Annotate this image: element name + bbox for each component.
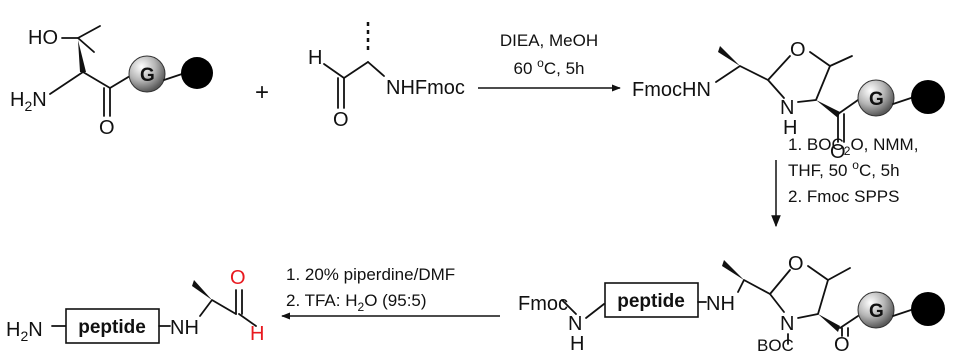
bond-ho-cb — [61, 37, 95, 53]
aldehyde-h-final: H — [250, 323, 264, 345]
bond-to-carbonyl-2 — [837, 99, 859, 115]
reaction-2-step-2: 2. Fmoc SPPS — [788, 187, 899, 206]
wedge-bond — [78, 40, 86, 72]
ring-wedge-2 — [818, 314, 840, 332]
bond-fmochn-ch — [715, 65, 769, 83]
bond-fmoc-n — [561, 299, 577, 315]
reaction-2-step-1a: 1. BOC2O, NMM, — [788, 135, 918, 158]
carbonyl-oxygen: O — [99, 117, 115, 139]
resin-bead — [181, 57, 213, 89]
ring-wedge-1 — [816, 100, 840, 118]
ring-nh-h-1: H — [783, 117, 797, 139]
final-amine-label: H2N — [6, 319, 43, 344]
reaction-2-step-1b: THF, 50 oC, 5h — [788, 158, 900, 180]
carbonyl-oxygen-2: O — [830, 141, 846, 163]
bond-to-carbonyl-3 — [839, 315, 859, 329]
bond-g-resin — [163, 73, 183, 81]
bond-g-resin-2 — [892, 97, 912, 105]
g-label-2: G — [869, 89, 884, 110]
boc-label: BOC — [757, 336, 794, 352]
g-label: G — [140, 65, 155, 86]
aldehyde-oxygen-final: O — [230, 267, 246, 289]
reaction-1-conditions-1: DIEA, MeOH — [500, 31, 598, 50]
ring-methyl-2 — [827, 267, 851, 281]
amide-h: H — [570, 333, 584, 352]
peptide-label-1: peptide — [617, 291, 685, 312]
hydroxyl-label: HO — [28, 27, 58, 49]
bond-backbone — [49, 71, 111, 95]
ring-bonds-1 — [767, 55, 791, 99]
carbonyl-double-bond-2 — [837, 113, 845, 143]
peptide-label-2: peptide — [78, 317, 146, 338]
fmochn-label: FmocHN — [632, 79, 711, 101]
g-sphere — [128, 55, 166, 93]
bond-nh-ca-final — [199, 299, 237, 317]
threonine-on-resin: HO H2N O G — [10, 25, 213, 139]
methyl-wedge-1 — [718, 46, 740, 66]
g-sphere-2 — [857, 79, 895, 117]
aldehyde-ch-bond-final — [238, 313, 257, 327]
bond-aldehyde — [323, 61, 369, 79]
fmoc-label: Fmoc — [518, 293, 568, 315]
ring-oxygen-2: O — [788, 253, 804, 275]
nh-label-final: NH — [170, 317, 199, 339]
oxazolidine-product: FmocHN O N H O G — [632, 39, 945, 163]
resin-bead-2 — [911, 80, 945, 114]
bond-g-resin-3 — [892, 309, 912, 317]
methyl-wedge-final — [192, 280, 212, 300]
peptide-aldehyde-product: H2N peptide NH O H — [6, 267, 264, 345]
ring-n-2: N — [780, 313, 794, 335]
peptide-box-1 — [604, 282, 699, 318]
nhfmoc-label: NHFmoc — [386, 77, 465, 99]
aldehyde-oxygen: O — [333, 109, 349, 131]
aldehyde-double-bond-final — [235, 289, 243, 315]
g-sphere-3 — [857, 291, 895, 329]
amine-label: H2N — [10, 89, 47, 114]
bond-nh-ch — [737, 279, 771, 295]
ring-oxygen-1: O — [790, 39, 806, 61]
reaction-3-step-1: 1. 20% piperdine/DMF — [286, 265, 455, 284]
reaction-1-conditions-2: 60 oC, 5h — [514, 56, 585, 78]
ring-bonds-4 — [797, 265, 829, 319]
boc-peptide-resin: Fmoc N H peptide NH O N BOC O G — [518, 253, 945, 352]
carbonyl-oxygen-3: O — [834, 334, 850, 352]
amide-n: N — [568, 313, 582, 335]
bond-cb-methyl — [77, 25, 101, 39]
ring-bonds-2 — [797, 51, 831, 103]
resin-bead-3 — [911, 292, 945, 326]
ring-nh-1: N — [780, 97, 794, 119]
bond-carbonyl-to-g — [109, 75, 131, 89]
g-label-3: G — [869, 301, 884, 322]
methyl-wedge-2 — [722, 260, 744, 280]
fmoc-alaninal: H O NHFmoc — [308, 22, 465, 131]
ring-bonds-3 — [769, 269, 791, 313]
carbonyl-double-bond — [103, 87, 111, 117]
bond-to-nhfmoc — [367, 61, 385, 77]
plus-sign: + — [255, 79, 269, 106]
nh-label-2: NH — [706, 293, 735, 315]
bond-n-peptide — [585, 303, 605, 319]
carbonyl-double-bond-3 — [841, 327, 849, 337]
reaction-3-step-2: 2. TFA: H2O (95:5) — [286, 291, 427, 314]
aldehyde-double-bond — [337, 77, 345, 109]
ring-methyl-1 — [829, 55, 853, 67]
aldehyde-h: H — [308, 47, 322, 69]
